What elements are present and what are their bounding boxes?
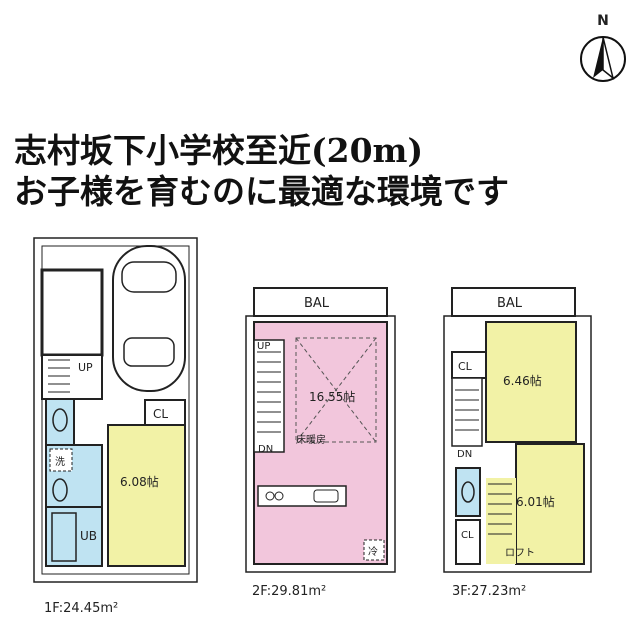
- floor-1-washroom-label: 洗: [55, 456, 65, 468]
- floor-1-up-label: UP: [78, 361, 93, 374]
- floor-3-room-b-size: 6.01帖: [516, 494, 555, 509]
- floor-2-balcony-label: BAL: [304, 296, 330, 311]
- floor-3-plan: BAL 6.46帖 CL DN CL 6.01帖 ロフト 3: [443, 287, 592, 599]
- floor-3-area-caption: 3F:27.23m²: [452, 584, 526, 599]
- floor-3-balcony-label: BAL: [497, 296, 523, 311]
- floor-2-ldk-size: 16.55帖: [309, 389, 355, 404]
- floor-2-plan: BAL UP DN 16.55帖 床暖房 冷 2F:29.81m²: [245, 287, 396, 599]
- floor-1-plan: UP 洗 UB CL 6.08帖 1F:24.45m²: [33, 237, 198, 616]
- floor-2-floor-heating-label: 床暖房: [296, 433, 326, 446]
- car-icon: [112, 245, 186, 392]
- floor-3-dn-label: DN: [457, 449, 472, 460]
- floor-2-area-caption: 2F:29.81m²: [252, 584, 326, 599]
- floor-1-area-caption: 1F:24.45m²: [44, 601, 118, 616]
- floor-3-closet-a-label: CL: [458, 360, 473, 373]
- north-compass: N: [580, 13, 626, 82]
- floor-3-room-a-size: 6.46帖: [503, 373, 542, 388]
- headline-line2: お子様を育むのに最適な環境です: [14, 172, 509, 211]
- north-label: N: [597, 13, 609, 29]
- floor-1-closet-label: CL: [153, 407, 168, 421]
- floor-2-fridge-label: 冷: [368, 545, 378, 558]
- floor-3-loft-label: ロフト: [505, 548, 535, 559]
- headline-line1: 志村坂下小学校至近(20m): [14, 131, 423, 170]
- floor-1-bath-label: UB: [80, 529, 97, 543]
- floor-2-up-label: UP: [257, 341, 270, 352]
- floor-3-closet-b-label: CL: [461, 530, 474, 541]
- floor-1-room-size: 6.08帖: [120, 474, 159, 489]
- floor-2-dn-label: DN: [258, 444, 273, 455]
